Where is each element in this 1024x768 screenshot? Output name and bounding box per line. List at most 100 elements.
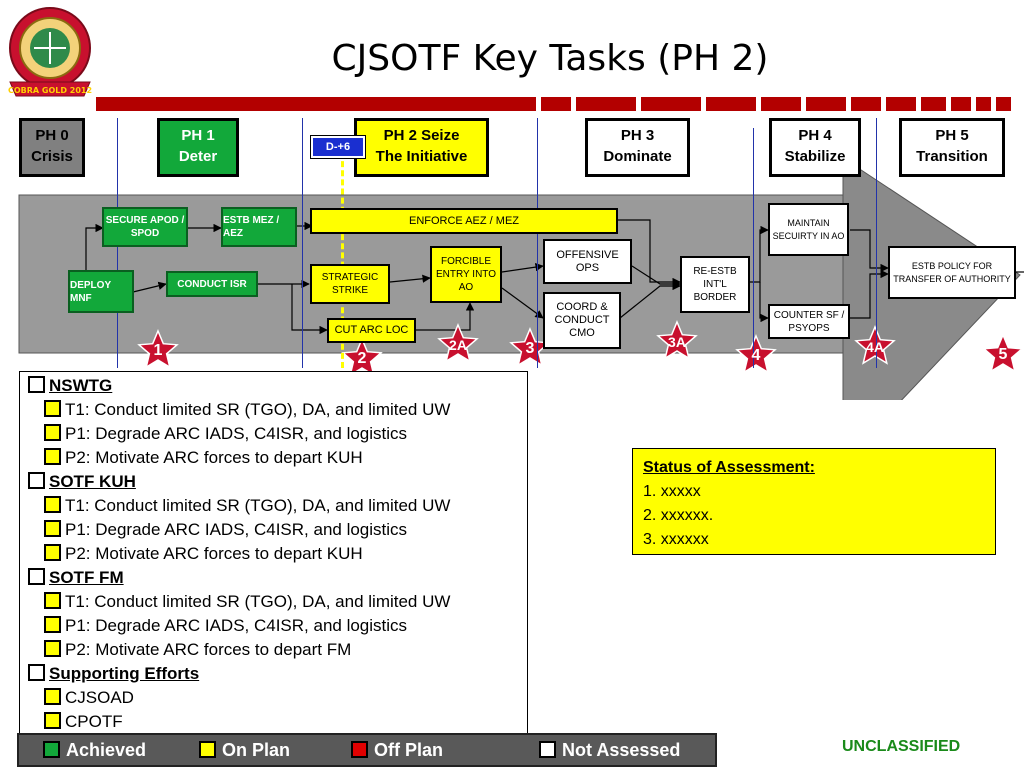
task-item: T1: Conduct limited SR (TGO), DA, and li… <box>44 591 450 613</box>
legend-swatch <box>351 741 368 758</box>
status-checkbox <box>28 376 45 393</box>
task-text: CPOTF <box>65 712 123 731</box>
status-title: Status of Assessment: <box>643 459 815 476</box>
header-stripe <box>706 97 756 111</box>
phase-4-box: PH 4 Stabilize <box>769 118 861 177</box>
phase-name: Crisis <box>31 148 73 165</box>
phase-2-box: PH 2 Seize The Initiative <box>354 118 489 177</box>
task-item: P2: Motivate ARC forces to depart KUH <box>44 447 363 469</box>
task-item: CPOTF <box>44 711 123 733</box>
legend-swatch <box>43 741 60 758</box>
task-group-heading: NSWTG <box>28 375 112 397</box>
header-stripe <box>761 97 801 111</box>
status-checkbox <box>44 520 61 537</box>
logo-text: COBRA GOLD 2012 <box>8 86 92 95</box>
task-re-estb-border: RE-ESTB INT'L BORDER <box>680 256 750 313</box>
milestone-star <box>137 329 179 369</box>
task-counter-sf: COUNTER SF / PSYOPS <box>768 304 850 339</box>
phase-label: PH 1 <box>181 127 215 144</box>
header-stripes <box>96 97 1011 111</box>
task-text: SOTF KUH <box>49 472 136 491</box>
header-stripe <box>851 97 881 111</box>
status-checkbox <box>28 664 45 681</box>
status-checkbox <box>44 496 61 513</box>
task-secure-apod: SECURE APOD / SPOD <box>102 207 188 247</box>
legend-swatch <box>539 741 556 758</box>
status-checkbox <box>44 400 61 417</box>
task-maintain-security: MAINTAIN SECUIRTY IN AO <box>768 203 849 256</box>
task-strategic-strike: STRATEGIC STRIKE <box>310 264 390 304</box>
legend-not-assessed: Not Assessed <box>539 740 680 761</box>
status-checkbox <box>44 424 61 441</box>
task-item: T1: Conduct limited SR (TGO), DA, and li… <box>44 399 450 421</box>
milestone-label: 3 <box>525 340 535 357</box>
milestone-star <box>656 320 698 360</box>
task-estb-policy: ESTB POLICY FOR TRANSFER OF AUTHORITY <box>888 246 1016 299</box>
phase-name: The Initiative <box>375 148 468 165</box>
dday-line <box>341 152 344 368</box>
task-text: CJSOAD <box>65 688 134 707</box>
header-stripe <box>951 97 971 111</box>
status-checkbox <box>28 472 45 489</box>
status-checkbox <box>28 568 45 585</box>
dday-label: D-+6 <box>310 135 366 159</box>
task-item: T1: Conduct limited SR (TGO), DA, and li… <box>44 495 450 517</box>
phase-name: Deter <box>178 148 218 165</box>
task-text: P2: Motivate ARC forces to depart KUH <box>65 544 363 563</box>
legend-label: Achieved <box>66 740 147 760</box>
task-enforce-aez: ENFORCE AEZ / MEZ <box>310 208 618 234</box>
header-stripe <box>576 97 636 111</box>
status-checkbox <box>44 616 61 633</box>
status-checkbox <box>44 640 61 657</box>
header-stripe <box>96 97 536 111</box>
legend-off-plan: Off Plan <box>351 740 443 761</box>
milestone-label: 2A <box>449 337 467 353</box>
page-title: CJSOTF Key Tasks (PH 2) <box>331 38 769 79</box>
header-stripe <box>976 97 991 111</box>
task-text: T1: Conduct limited SR (TGO), DA, and li… <box>65 592 451 611</box>
phase-label: PH 3 <box>620 127 655 144</box>
legend-label: On Plan <box>222 740 291 760</box>
phase-5-box: PH 5 Transition <box>899 118 1005 177</box>
task-forcible-entry: FORCIBLE ENTRY INTO AO <box>430 246 502 303</box>
legend-bar: Achieved On Plan Off Plan Not Assessed <box>17 733 717 767</box>
milestone-label: 2 <box>357 350 367 367</box>
task-item: P2: Motivate ARC forces to depart FM <box>44 639 351 661</box>
legend-swatch <box>199 741 216 758</box>
header-stripe <box>541 97 571 111</box>
status-checkbox <box>44 688 61 705</box>
task-item: P1: Degrade ARC IADS, C4ISR, and logisti… <box>44 615 407 637</box>
task-item: P1: Degrade ARC IADS, C4ISR, and logisti… <box>44 519 407 541</box>
legend-achieved: Achieved <box>43 740 146 761</box>
task-offensive-ops: OFFENSIVE OPS <box>543 239 632 284</box>
task-text: Supporting Efforts <box>49 664 200 683</box>
task-item: P1: Degrade ARC IADS, C4ISR, and logisti… <box>44 423 407 445</box>
status-checkbox <box>44 592 61 609</box>
phase-label: PH 2 Seize <box>383 127 460 144</box>
status-item: 2. xxxxxx. <box>643 507 714 524</box>
status-checkbox <box>44 544 61 561</box>
task-text: SOTF FM <box>49 568 124 587</box>
task-deploy-mnf: DEPLOY MNF <box>68 270 134 313</box>
milestone-star <box>341 337 383 377</box>
phase-divider <box>302 118 303 368</box>
milestone-label: 4A <box>866 339 884 355</box>
task-item: P2: Motivate ARC forces to depart KUH <box>44 543 363 565</box>
task-text: P1: Degrade ARC IADS, C4ISR, and logisti… <box>65 616 408 635</box>
header-stripe <box>921 97 946 111</box>
task-group-heading: Supporting Efforts <box>28 663 199 685</box>
task-estb-mez: ESTB MEZ / AEZ <box>221 207 297 247</box>
phase-name: Stabilize <box>784 148 846 165</box>
task-text: T1: Conduct limited SR (TGO), DA, and li… <box>65 496 451 515</box>
phase-divider <box>876 118 877 368</box>
phase-divider <box>753 128 754 368</box>
milestone-star <box>437 323 479 363</box>
milestone-label: 1 <box>153 342 163 359</box>
task-text: P2: Motivate ARC forces to depart FM <box>65 640 352 659</box>
classification-label: UNCLASSIFIED <box>842 738 961 755</box>
header-stripe <box>641 97 701 111</box>
legend-label: Off Plan <box>374 740 444 760</box>
task-item: CJSOAD <box>44 687 134 709</box>
task-cut-arc-loc: CUT ARC LOC <box>327 318 416 343</box>
